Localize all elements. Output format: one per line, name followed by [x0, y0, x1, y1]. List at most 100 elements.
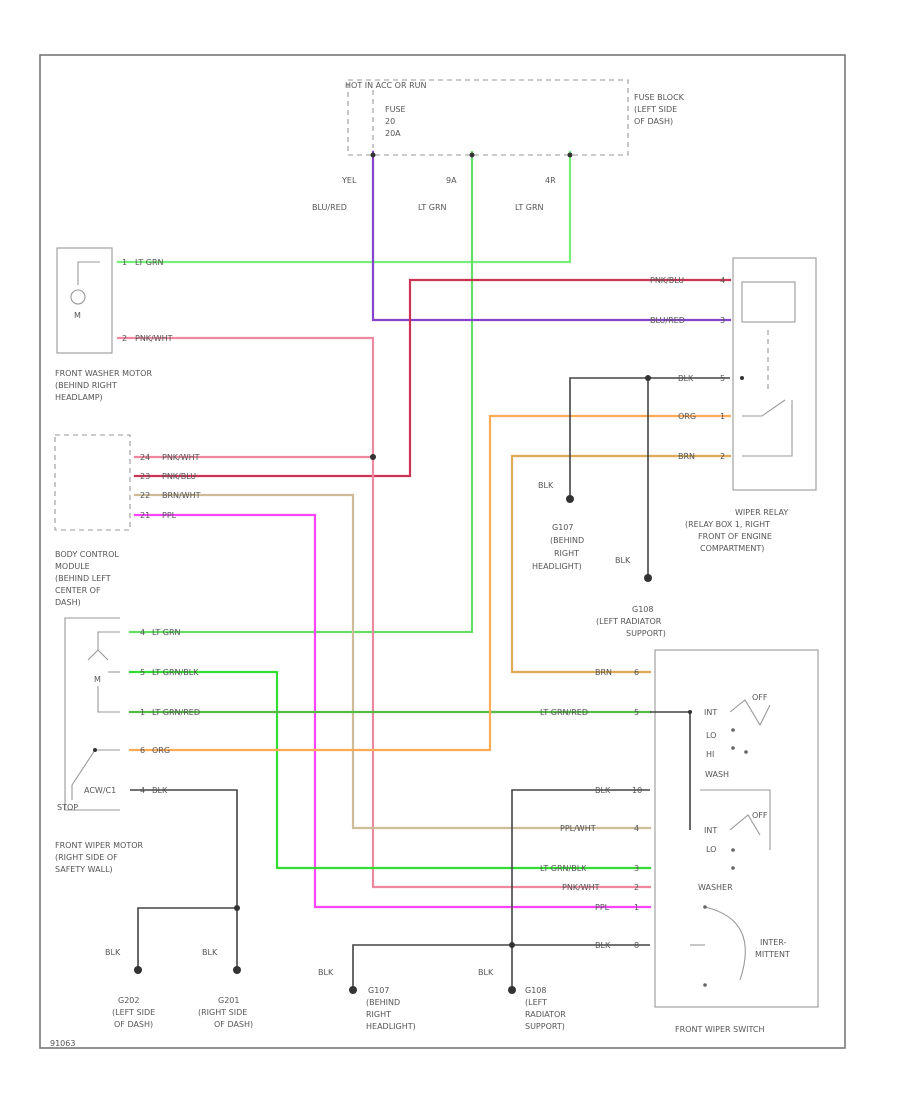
switch-lower-contact [731, 848, 735, 852]
wire-blu-red [371, 150, 732, 322]
switch-pin-10: 10 [632, 786, 642, 795]
switch-intermittent-contact [703, 983, 707, 987]
wiper-wire-lt-grn-blk: LT GRN/BLK [152, 668, 199, 677]
switch-washer-pos: WASHER [698, 883, 733, 892]
relay-coil-icon [741, 281, 796, 323]
washer-label-1: FRONT WASHER MOTOR [55, 369, 152, 378]
switch-pin-1: 1 [634, 903, 639, 912]
switch-wash-label: WASH [705, 770, 729, 779]
bcm-label-5: DASH) [55, 598, 81, 607]
switch-pin-4: 4 [634, 824, 639, 833]
wiper-pin-6: 6 [140, 746, 145, 755]
ground-g202: BLK G202 (LEFT SIDE OF DASH) [105, 948, 155, 1029]
fuse-wire-lt-grn-2: LT GRN [515, 203, 544, 212]
fuse-label-1: FUSE [385, 105, 406, 114]
ground-g202-label-2: (LEFT SIDE [112, 1008, 155, 1017]
ground-g202-label-1: G202 [118, 996, 139, 1005]
switch-lower-frame [700, 789, 771, 850]
wiper-motor-return [97, 686, 120, 713]
washer-pin-2: 2 [122, 334, 127, 343]
fuse-pin-4r: 4R [545, 176, 556, 185]
switch-upper-common [650, 711, 691, 830]
ground-g108-upper-wire: BLK [615, 556, 631, 565]
bcm-pin-24: 24 [140, 453, 150, 462]
ground-g107-bottom: BLK G107 (BEHIND RIGHT HEADLIGHT) [318, 968, 416, 1031]
wire-blk-g202 [137, 907, 237, 968]
fuse-wire-blu-red: BLU/RED [312, 203, 347, 212]
ground-g108-bottom-label-2: (LEFT [525, 998, 547, 1007]
bcm-pin-22: 22 [140, 491, 150, 500]
bcm-wire-ppl: PPL [162, 511, 177, 520]
footer-code: 91063 [50, 1039, 75, 1048]
wiper-pin-5: 5 [140, 668, 145, 677]
fuse-block: HOT IN ACC OR RUN FUSE 20 20A FUSE BLOCK… [312, 79, 685, 212]
wire-org [128, 414, 732, 752]
ground-g108-upper-label-2: (LEFT RADIATOR [596, 617, 662, 626]
switch-wire-lt-grn-red: LT GRN/RED [540, 708, 588, 717]
bcm-pin-21: 21 [140, 511, 150, 520]
relay-label-2: (RELAY BOX 1, RIGHT [685, 520, 770, 529]
switch-wire-ppl: PPL [595, 903, 610, 912]
fuse-block-outline [347, 79, 629, 156]
front-washer-motor: M 1 2 LT GRN PNK/WHT FRONT WASHER MOTOR … [55, 247, 173, 402]
relay-label-3: FRONT OF ENGINE [698, 532, 772, 541]
wiper-wire-lt-grn-red: LT GRN/RED [152, 708, 200, 717]
wiper-motor-label-2: (RIGHT SIDE OF [55, 853, 118, 862]
switch-lower-lo: LO [706, 845, 716, 854]
ground-g108-bottom: BLK G108 (LEFT RADIATOR SUPPORT) [478, 968, 566, 1031]
relay-label-4: COMPARTMENT) [700, 544, 764, 553]
ground-g202-wire: BLK [105, 948, 121, 957]
switch-wire-blk-1: BLK [595, 786, 611, 795]
ground-g107-upper-label-2: (BEHIND [550, 536, 584, 545]
ground-g107-bottom-label-3: RIGHT [366, 1010, 391, 1019]
fuse-label-2: 20 [385, 117, 395, 126]
wiper-motor-mark: M [94, 675, 101, 684]
splice-dot [370, 152, 376, 158]
washer-wire-pnk-wht: PNK/WHT [135, 334, 173, 343]
wiper-wire-lt-grn: LT GRN [152, 628, 181, 637]
switch-pin-6: 6 [634, 668, 639, 677]
relay-pin-5: 5 [720, 374, 725, 383]
front-wiper-switch: BRN LT GRN/RED BLK PPL/WHT LT GRN/BLK PN… [540, 649, 819, 1034]
wiper-pin-1: 1 [140, 708, 145, 717]
switch-pin-2: 2 [634, 883, 639, 892]
fuse-block-header: HOT IN ACC OR RUN [345, 81, 426, 90]
wiper-motor-label-3: SAFETY WALL) [55, 865, 113, 874]
fuse-pin-9a: 9A [446, 176, 457, 185]
ground-g107-bottom-label-1: G107 [368, 986, 389, 995]
ground-g108-bottom-label-4: SUPPORT) [525, 1022, 565, 1031]
bcm-wire-brn-wht: BRN/WHT [162, 491, 201, 500]
ground-g108-bottom-icon [508, 986, 516, 994]
switch-lower-off: OFF [752, 811, 768, 820]
switch-intermittent-label-2: MITTENT [755, 950, 790, 959]
switch-lower-lever-icon [729, 814, 761, 836]
ground-g107-bottom-label-2: (BEHIND [366, 998, 400, 1007]
bcm-pin-23: 23 [140, 472, 150, 481]
wire-blk-switch-g107 [352, 944, 650, 988]
wiper-motor-outline [64, 617, 120, 811]
wire-blk-wiper-ground [130, 789, 238, 968]
ground-g202-label-3: OF DASH) [114, 1020, 153, 1029]
switch-upper-lever-icon [729, 699, 771, 727]
ground-g201: BLK G201 (RIGHT SIDE OF DASH) [198, 948, 253, 1029]
relay-wire-blu-red: BLU/RED [650, 316, 685, 325]
switch-upper-contact [731, 728, 735, 732]
switch-wire-blk-2: BLK [595, 941, 611, 950]
switch-pin-3: 3 [634, 864, 639, 873]
switch-upper-off: OFF [752, 693, 768, 702]
bcm-label-2: MODULE [55, 562, 90, 571]
relay-wire-brn: BRN [678, 452, 695, 461]
washer-label-3: HEADLAMP) [55, 393, 103, 402]
fuse-block-label-1: FUSE BLOCK [634, 93, 685, 102]
switch-intermittent-arc-icon [704, 906, 746, 981]
wiper-motor-acw-label: ACW/C1 [84, 786, 116, 795]
switch-lower-contact [731, 866, 735, 870]
wiper-wire-org: ORG [152, 746, 170, 755]
ground-g108-upper-icon [644, 574, 652, 582]
bcm-label-1: BODY CONTROL [55, 550, 119, 559]
ground-g108-bottom-label-3: RADIATOR [525, 1010, 566, 1019]
ground-g108-upper: BLK G108 (LEFT RADIATOR SUPPORT) [596, 556, 666, 638]
splice-dot [509, 942, 515, 948]
fuse-wire-lt-grn-1: LT GRN [418, 203, 447, 212]
